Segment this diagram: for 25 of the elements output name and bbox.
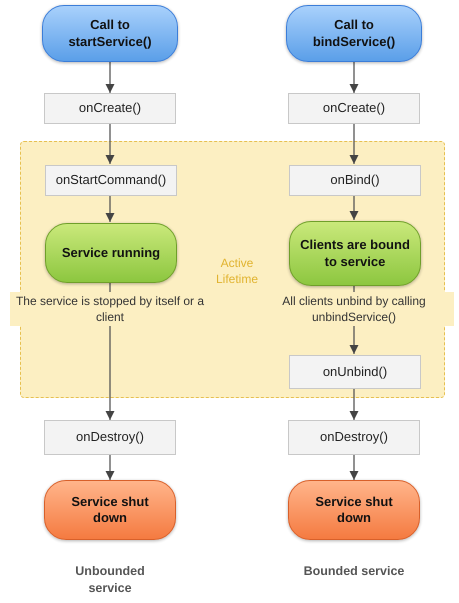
arrow [350, 62, 358, 93]
arrow [106, 195, 114, 222]
end-pill: Service shut down [288, 480, 420, 540]
column-caption: Unbounded service [74, 563, 146, 597]
method-box: onUnbind() [289, 355, 421, 389]
arrow [350, 388, 358, 420]
method-box: onDestroy() [44, 420, 176, 455]
method-box: onStartCommand() [45, 165, 177, 196]
method-box: onBind() [289, 165, 421, 196]
start-pill: Call to startService() [42, 5, 178, 62]
arrow [106, 124, 114, 164]
arrow [350, 455, 358, 480]
method-box: onCreate() [288, 93, 420, 124]
state-pill: Service running [45, 223, 177, 283]
end-pill: Service shut down [44, 480, 176, 540]
area-label: Active Lifetime [214, 256, 260, 288]
column-caption: Bounded service [302, 563, 406, 580]
arrow [106, 455, 114, 480]
method-box: onDestroy() [288, 420, 420, 455]
start-pill: Call to bindService() [286, 5, 422, 62]
state-pill: Clients are bound to service [289, 221, 421, 286]
arrow [350, 124, 358, 164]
arrow [350, 195, 358, 220]
arrow [106, 62, 114, 93]
method-box: onCreate() [44, 93, 176, 124]
